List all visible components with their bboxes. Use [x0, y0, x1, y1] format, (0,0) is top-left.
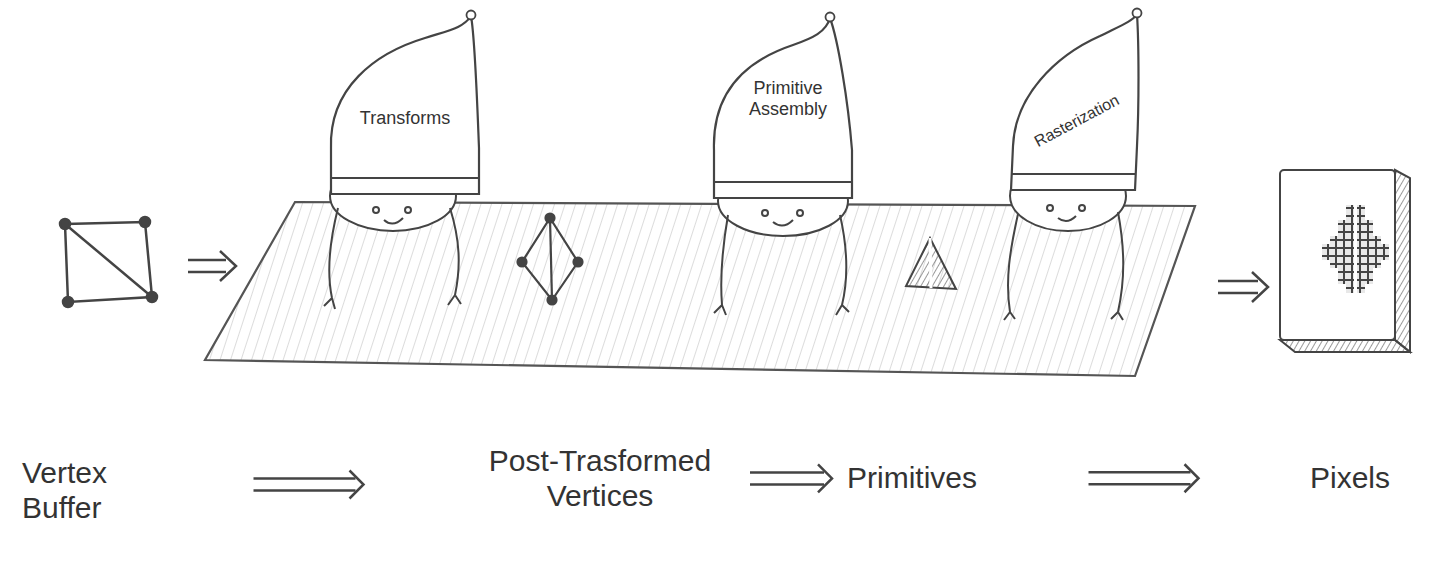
vertex-dot — [60, 219, 70, 229]
pixel-column — [1381, 244, 1389, 260]
pixel-column — [1373, 236, 1381, 268]
arrow-shaft — [188, 260, 226, 272]
vertex-dot — [574, 258, 583, 267]
double-arrow — [1218, 272, 1268, 302]
stage-hat: Transforms — [325, 8, 485, 198]
hat-band — [1012, 173, 1135, 175]
vertex-dot — [147, 292, 157, 302]
gnome-arm — [324, 208, 338, 309]
arrow-head — [1185, 464, 1199, 492]
quad-outline — [65, 222, 152, 302]
gnome-eye — [1079, 205, 1085, 211]
screen-side — [1395, 170, 1410, 352]
stage-hat: Primitive Assembly — [708, 10, 860, 202]
gnome-smile — [1058, 216, 1076, 221]
stage-label: Primitives — [847, 461, 977, 496]
arrow-head — [220, 251, 236, 281]
hat-shape — [714, 18, 852, 198]
gnome-smile — [384, 218, 403, 224]
gnome-eye — [1047, 205, 1053, 211]
hat-band — [714, 181, 852, 183]
hat-pompom — [1133, 9, 1142, 18]
pixel-grid — [1322, 205, 1389, 293]
double-arrow — [1089, 464, 1199, 492]
gnome-eye — [797, 210, 803, 216]
hat-pompom — [826, 13, 835, 22]
pixel-column — [1322, 244, 1330, 260]
hat-shape — [331, 16, 479, 194]
arrow-shaft — [1089, 472, 1191, 484]
double-arrow — [188, 251, 236, 281]
primitive-icon — [906, 238, 956, 289]
triangle-shape — [906, 238, 956, 289]
stage-label: Vertex Buffer — [22, 456, 152, 525]
hat-shape — [1011, 14, 1139, 190]
arrow-head — [350, 471, 364, 499]
stage-hat: Rasterization — [1005, 6, 1145, 196]
hat-outline — [1005, 6, 1145, 196]
gnome-arm — [1111, 212, 1123, 320]
gnome-arm — [836, 215, 849, 315]
triangle-split — [930, 238, 931, 288]
gnome-eye — [373, 207, 379, 213]
screen-bottom — [1280, 340, 1410, 352]
gnome-eye — [762, 210, 768, 216]
vertex-dot — [63, 297, 73, 307]
gnome-arm — [448, 208, 461, 305]
stage-output-label: Pixels — [1310, 461, 1390, 496]
transformed-vertices-icon — [518, 214, 583, 305]
diamond-diagonal — [550, 218, 552, 300]
gnome-arm — [1004, 214, 1018, 320]
arrow-head — [818, 464, 832, 492]
stage-output-label: Vertex Buffer — [22, 456, 152, 525]
pixel-column — [1357, 205, 1365, 293]
vertex-dot — [548, 296, 557, 305]
stage-name: Primitive Assembly — [736, 78, 840, 119]
vertex-buffer-icon — [60, 217, 157, 307]
hat-pompom — [467, 11, 476, 20]
stage-output-label: Post-Trasformed Vertices — [465, 444, 735, 513]
pixel-column — [1330, 236, 1338, 268]
stage-output-label: Primitives — [847, 461, 977, 496]
pixel-column — [1346, 205, 1354, 293]
gnome-smile — [773, 220, 793, 226]
stage-label: Post-Trasformed Vertices — [465, 444, 735, 513]
hat-outline — [325, 8, 485, 198]
arrow-shaft — [254, 479, 356, 491]
diamond-outline — [522, 218, 578, 300]
hat-band — [331, 177, 479, 179]
stage-label: Pixels — [1310, 461, 1390, 496]
pixel-column — [1338, 220, 1346, 284]
quad-diagonal — [65, 224, 152, 297]
screen-front — [1280, 170, 1395, 340]
pixel-column — [1365, 220, 1373, 284]
gnome-arm — [714, 215, 728, 315]
vertex-dot — [140, 217, 150, 227]
vertex-dot — [518, 258, 527, 267]
vertex-dot — [546, 214, 555, 223]
arrow-shaft — [1218, 281, 1258, 293]
gnome-eye — [405, 207, 411, 213]
double-arrow — [750, 464, 832, 492]
double-arrow — [254, 471, 364, 499]
arrow-head — [1252, 272, 1268, 302]
arrow-shaft — [750, 472, 824, 484]
screen-icon — [1280, 170, 1410, 352]
stage-name: Transforms — [337, 108, 473, 129]
